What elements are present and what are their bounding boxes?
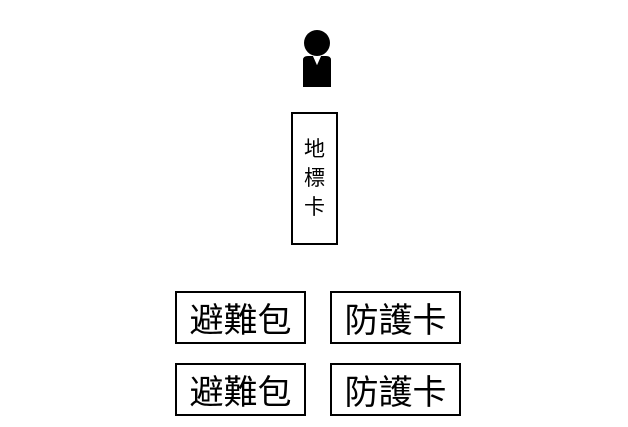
landmark-card-char: 卡 <box>304 195 325 219</box>
evacuation-bag-box: 避難包 <box>175 363 306 416</box>
protection-card-box: 防護卡 <box>330 363 461 416</box>
protection-card-box: 防護卡 <box>330 291 461 344</box>
person-icon <box>303 30 331 87</box>
landmark-card-char: 標 <box>304 166 325 190</box>
landmark-card: 地 標 卡 <box>291 112 338 245</box>
landmark-card-char: 地 <box>304 137 325 161</box>
evacuation-bag-box: 避難包 <box>175 291 306 344</box>
